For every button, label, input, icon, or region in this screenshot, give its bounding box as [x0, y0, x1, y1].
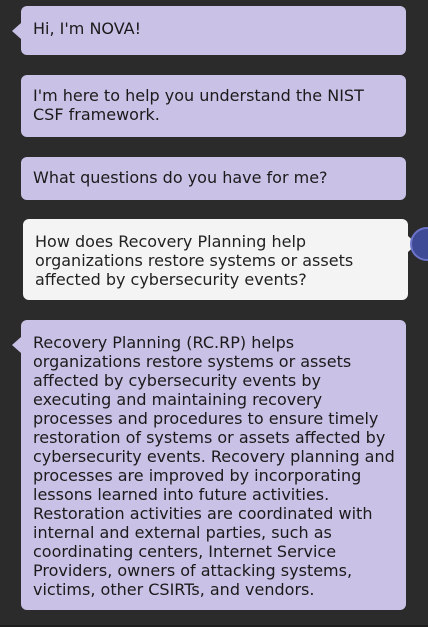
- bottom-divider: [0, 625, 428, 627]
- message-text: How does Recovery Planning help organiza…: [35, 232, 354, 289]
- bot-message-prompt: What questions do you have for me?: [21, 157, 406, 200]
- message-text: I'm here to help you understand the NIST…: [33, 86, 364, 124]
- bot-message-greeting: Hi, I'm NOVA!: [12, 6, 406, 55]
- message-text: Hi, I'm NOVA!: [33, 19, 141, 38]
- avatar-icon: [410, 227, 428, 261]
- user-message-question: How does Recovery Planning help organiza…: [23, 219, 417, 300]
- bot-message-answer: Recovery Planning (RC.RP) helps organiza…: [12, 320, 406, 610]
- message-text: What questions do you have for me?: [33, 168, 328, 187]
- message-text: Recovery Planning (RC.RP) helps organiza…: [33, 333, 395, 599]
- bot-message-intro: I'm here to help you understand the NIST…: [21, 75, 406, 137]
